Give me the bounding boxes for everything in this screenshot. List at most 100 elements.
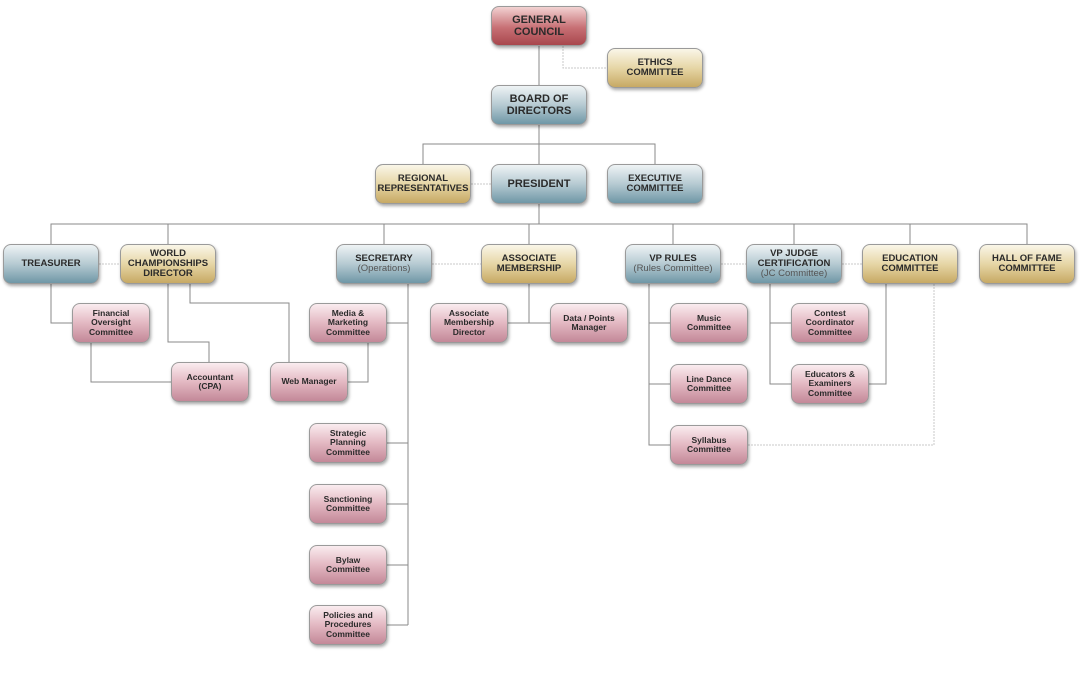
- node-label: Manager: [571, 322, 607, 332]
- node-label: Media &: [331, 307, 365, 318]
- connector-line-14: [189, 284, 290, 362]
- node-label: Committee: [808, 326, 852, 337]
- connector-line-27: [769, 284, 791, 385]
- node-label: Membership: [443, 317, 495, 328]
- node-label: COMMITTEE: [626, 67, 684, 78]
- node-label: REPRESENTATIVES: [377, 183, 469, 194]
- node-label: Syllabus: [691, 434, 727, 445]
- node-label: Procedures: [324, 619, 372, 630]
- node-label: ASSOCIATE: [501, 253, 557, 264]
- node-label: Educators &: [804, 368, 856, 379]
- node-label: Committee: [326, 628, 370, 639]
- node-label: REGIONAL: [397, 173, 449, 184]
- node-label: DIRECTOR: [143, 268, 193, 279]
- node-label: VP RULES: [649, 253, 697, 264]
- node-label: Planning: [330, 437, 366, 448]
- connector-line-29: [869, 284, 887, 385]
- node-label: Oversight: [91, 317, 131, 328]
- node-treasurer[interactable]: TREASURER: [3, 244, 99, 284]
- node-label: Financial: [92, 307, 130, 318]
- node-label: Coordinator: [805, 317, 855, 328]
- node-label: Director: [452, 326, 486, 337]
- node-label: Web Manager: [281, 376, 337, 387]
- node-label: EXECUTIVE: [628, 173, 682, 184]
- node-label: MEMBERSHIP: [496, 263, 562, 274]
- node-label: Committee: [687, 444, 731, 454]
- node-label: SECRETARY: [355, 253, 413, 264]
- connector-line-13: [167, 284, 210, 362]
- node-sublabel: (Rules Committee): [633, 263, 713, 274]
- node-web-manager[interactable]: Web Manager: [270, 362, 348, 402]
- node-label: COMMITTEE: [881, 263, 939, 274]
- node-label: Committee: [687, 322, 731, 332]
- node-label: COMMITTEE: [626, 183, 684, 194]
- node-label: Strategic: [329, 427, 367, 438]
- node-label: DIRECTORS: [506, 105, 572, 117]
- connector-line-2: [422, 143, 656, 164]
- node-label: Examiners: [808, 378, 852, 389]
- node-label: Data / Points: [563, 312, 615, 323]
- node-label: Committee: [326, 446, 370, 457]
- node-label: CERTIFICATION: [757, 258, 831, 269]
- node-label: WORLD: [150, 248, 186, 259]
- connector-line-24: [648, 284, 670, 446]
- dotted-connector-line-0: [562, 46, 607, 69]
- connector-line-11: [50, 284, 72, 324]
- connector-line-21: [348, 343, 369, 383]
- node-label: COMMITTEE: [998, 263, 1056, 274]
- node-label: HALL OF FAME: [991, 253, 1063, 264]
- node-president[interactable]: PRESIDENT: [491, 164, 587, 204]
- node-label: Bylaw: [335, 554, 361, 565]
- node-label: ETHICS: [637, 57, 673, 68]
- node-label: Committee: [326, 503, 370, 513]
- node-label: EDUCATION: [882, 253, 938, 264]
- node-label: Committee: [326, 326, 370, 337]
- node-sublabel: (JC Committee): [760, 268, 828, 279]
- node-accountant[interactable]: Accountant(CPA): [171, 362, 249, 402]
- node-label: CHAMPIONSHIPS: [127, 258, 209, 269]
- node-label: Accountant: [186, 371, 234, 382]
- node-label: Line Dance: [686, 373, 732, 384]
- node-label: COUNCIL: [513, 26, 565, 38]
- node-label: Committee: [326, 564, 370, 574]
- node-label: Committee: [808, 387, 852, 398]
- node-label: (CPA): [198, 381, 222, 391]
- node-label: GENERAL: [512, 14, 566, 26]
- node-secretary[interactable]: SECRETARY(Operations): [336, 244, 432, 284]
- node-label: TREASURER: [21, 258, 81, 269]
- node-label: Music: [696, 312, 722, 323]
- node-label: PRESIDENT: [507, 178, 571, 190]
- node-label: VP JUDGE: [770, 248, 818, 259]
- node-label: Marketing: [327, 317, 369, 328]
- node-label: Committee: [89, 326, 133, 337]
- node-label: Committee: [687, 383, 731, 393]
- dotted-connector-line-6: [748, 284, 935, 446]
- node-label: Associate: [448, 307, 490, 318]
- node-vp-rules[interactable]: VP RULES(Rules Committee): [625, 244, 721, 284]
